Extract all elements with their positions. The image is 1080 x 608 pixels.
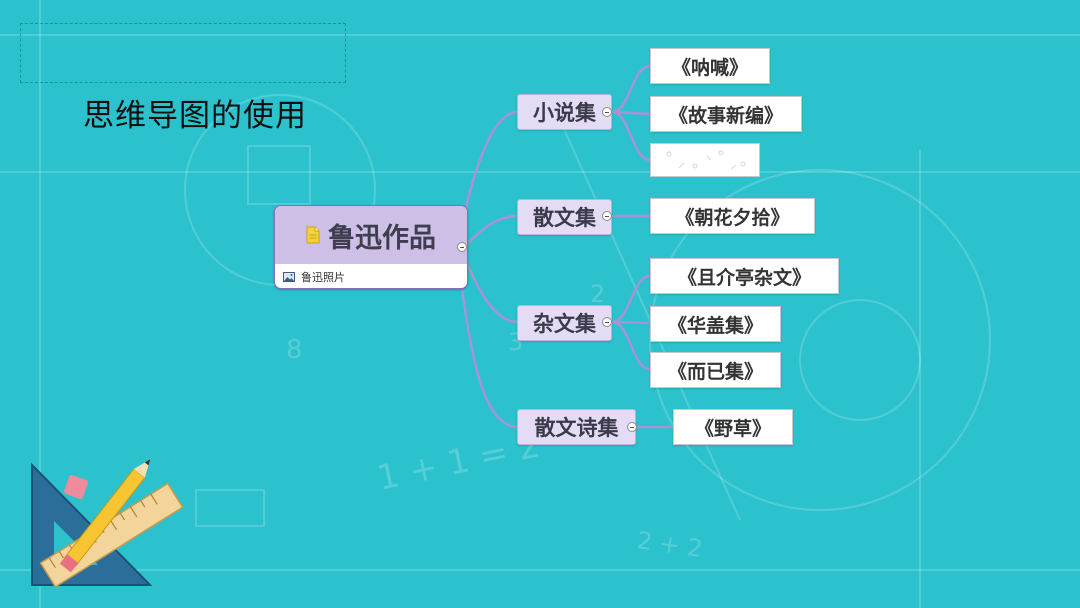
root-node-label: 鲁迅作品	[328, 222, 436, 254]
slide-title[interactable]: 思维导图的使用	[83, 98, 307, 134]
root-collapse-icon[interactable]	[457, 242, 467, 252]
root-node-attachment[interactable]: 鲁迅照片	[275, 264, 467, 288]
leaf-node-old-tales[interactable]: 《故事新编》	[650, 96, 802, 132]
leaf-node-huagai[interactable]: 《华盖集》	[650, 306, 781, 342]
mindmap-root-node[interactable]: 鲁迅作品 鲁迅照片	[274, 205, 468, 289]
branch-prose-poems-collapse-icon[interactable]	[627, 422, 637, 432]
leaf-node-morning-flowers[interactable]: 《朝花夕拾》	[650, 198, 815, 234]
branch-prose-collapse-icon[interactable]	[602, 211, 612, 221]
bg-number-two: 2	[590, 280, 605, 308]
branch-node-essays[interactable]: 杂文集	[517, 305, 612, 341]
branch-node-prose-poems[interactable]: 散文诗集	[517, 409, 636, 445]
pencil-ruler-triangle-icon	[31, 459, 184, 588]
leaf-node-nahan[interactable]: 《呐喊》	[650, 48, 770, 84]
leaf-node-empty[interactable]	[650, 143, 760, 177]
image-icon	[283, 271, 295, 282]
leaf-node-qiejieting[interactable]: 《且介亭杂文》	[650, 258, 839, 294]
branch-novels-collapse-icon[interactable]	[602, 107, 612, 117]
leaf-node-eryi[interactable]: 《而已集》	[650, 352, 781, 388]
root-attachment-label: 鲁迅照片	[301, 270, 345, 284]
placeholder-dashed-box[interactable]	[20, 23, 346, 83]
bg-number-eight: 8	[286, 335, 303, 365]
branch-node-novels[interactable]: 小说集	[517, 94, 612, 130]
branch-node-prose[interactable]: 散文集	[517, 199, 612, 235]
empty-placeholder-pattern	[666, 150, 746, 170]
document-icon	[306, 226, 320, 244]
branch-essays-collapse-icon[interactable]	[602, 317, 612, 327]
root-node-header: 鲁迅作品	[275, 206, 467, 264]
leaf-node-wild-grass[interactable]: 《野草》	[673, 409, 793, 445]
